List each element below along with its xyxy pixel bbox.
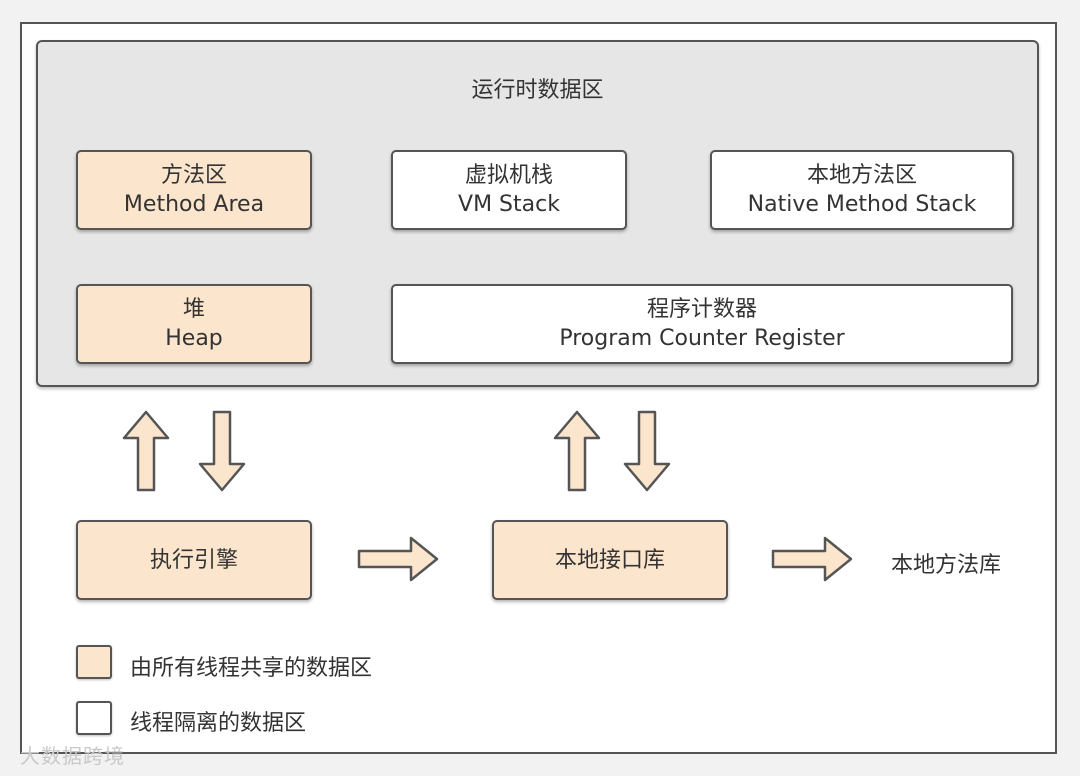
native-interface-label: 本地接口库	[554, 547, 665, 573]
program-counter-register-cn: 程序计数器	[646, 297, 757, 322]
down-arrow-icon	[198, 410, 246, 492]
heap-cn: 堆	[182, 297, 205, 322]
legend-shared-label: 由所有线程共享的数据区	[130, 656, 373, 681]
method-area-box: 方法区 Method Area	[76, 150, 312, 230]
method-area-en: Method Area	[123, 192, 265, 217]
execution-engine-box: 执行引擎	[76, 520, 312, 600]
right-arrow-icon	[357, 536, 439, 582]
vm-stack-cn: 虚拟机栈	[464, 163, 553, 188]
heap-en: Heap	[165, 326, 223, 351]
native-method-stack-en: Native Method Stack	[747, 192, 977, 217]
legend-shared-swatch	[76, 645, 112, 679]
program-counter-register-en: Program Counter Register	[559, 326, 845, 351]
heap-box: 堆 Heap	[76, 284, 312, 364]
down-arrow-icon	[623, 410, 671, 492]
right-arrow-icon	[771, 536, 853, 582]
native-method-stack-box: 本地方法区 Native Method Stack	[710, 150, 1014, 230]
execution-engine-label: 执行引擎	[149, 547, 238, 573]
up-arrow-icon	[122, 410, 170, 492]
up-arrow-icon	[553, 410, 601, 492]
native-method-library-label: 本地方法库	[891, 553, 1002, 578]
vm-stack-box: 虚拟机栈 VM Stack	[391, 150, 627, 230]
legend-isolated-swatch	[76, 701, 112, 735]
legend-isolated-label: 线程隔离的数据区	[130, 711, 307, 736]
vm-stack-en: VM Stack	[458, 192, 560, 217]
native-method-stack-cn: 本地方法区	[806, 163, 917, 188]
method-area-cn: 方法区	[160, 163, 227, 188]
program-counter-register-box: 程序计数器 Program Counter Register	[391, 284, 1013, 364]
watermark: 大数据跨境	[20, 744, 125, 768]
native-interface-box: 本地接口库	[492, 520, 728, 600]
runtime-data-area-title: 运行时数据区	[471, 78, 604, 103]
